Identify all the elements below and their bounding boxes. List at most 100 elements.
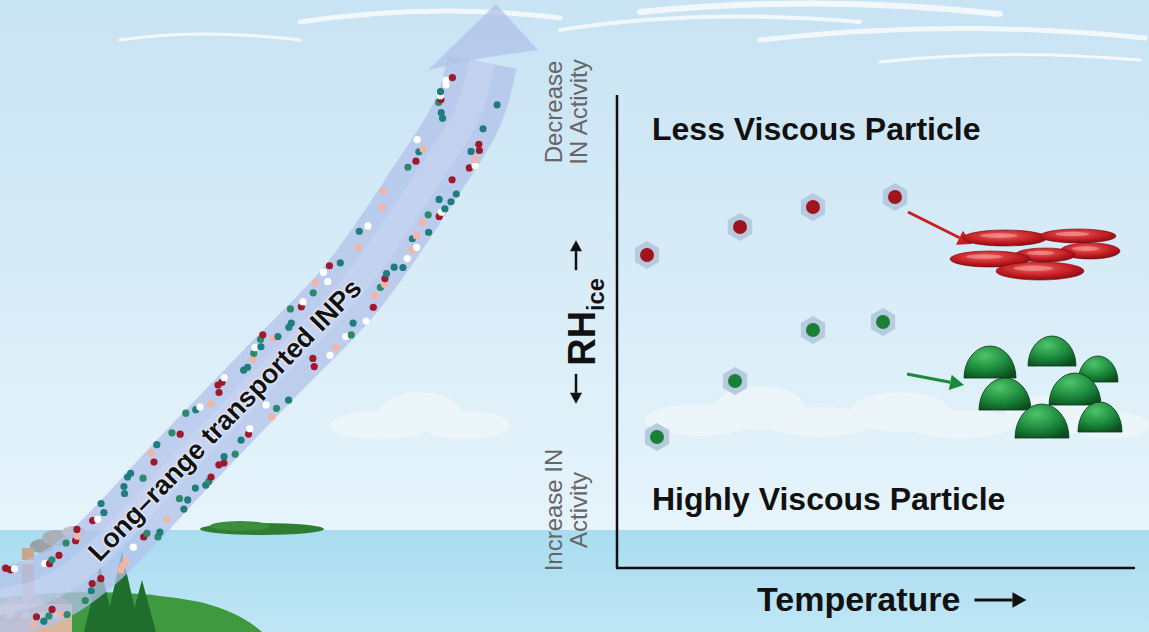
island — [210, 521, 270, 531]
inp-particle — [309, 355, 316, 362]
inp-particle — [148, 450, 155, 457]
inp-particle — [168, 429, 175, 436]
inp-particle — [220, 453, 227, 460]
inp-particle — [221, 374, 228, 381]
cloud — [420, 411, 510, 439]
cloud — [905, 410, 1015, 438]
inp-particle — [11, 565, 18, 572]
inp-particle — [127, 470, 134, 477]
inp-particle — [163, 515, 170, 522]
wispy-cloud — [560, 17, 860, 30]
inp-particle — [371, 292, 378, 299]
inp-particle — [180, 505, 187, 512]
inp-particle — [356, 228, 363, 235]
data-point-core — [733, 220, 747, 234]
inp-particle — [472, 162, 479, 169]
data-point-core — [728, 374, 742, 388]
inp-particle — [332, 344, 339, 351]
data-point — [871, 308, 895, 336]
inp-particle — [404, 255, 411, 262]
inp-particle — [143, 530, 150, 537]
flat-particle-highlight — [1027, 251, 1054, 255]
inp-particle — [337, 259, 344, 266]
dome-particle — [979, 378, 1031, 410]
flat-particle-highlight — [966, 254, 1002, 259]
dome-particle — [1028, 336, 1076, 366]
plot-axis — [616, 95, 619, 568]
inp-particle — [467, 148, 474, 155]
inp-particle — [273, 405, 280, 412]
inp-particle — [192, 484, 199, 491]
inp-particle — [74, 533, 81, 540]
flat-particle — [963, 230, 1047, 246]
inp-particle — [238, 437, 245, 444]
inp-particle — [215, 389, 222, 396]
inp-particle — [413, 232, 420, 239]
inp-particle — [121, 490, 128, 497]
inp-particle — [88, 587, 95, 594]
data-point — [883, 183, 907, 211]
inp-particle — [48, 606, 55, 613]
data-point-hexagon — [728, 213, 752, 241]
axis-note: Increase IN Activity — [541, 447, 591, 573]
inp-particle — [57, 611, 64, 618]
inp-particle — [310, 289, 317, 296]
inp-particle — [259, 331, 266, 338]
inp-particle — [476, 147, 483, 154]
data-point — [635, 241, 659, 269]
data-point — [801, 193, 825, 221]
inp-particle — [207, 400, 214, 407]
inp-particle — [320, 269, 327, 276]
inp-particle — [63, 611, 70, 618]
axis-title: RHice — [563, 278, 608, 366]
axis-note: Decrease IN Activity — [541, 49, 591, 175]
inp-particle — [380, 188, 387, 195]
inp-particle — [232, 451, 239, 458]
inp-particle — [257, 343, 264, 350]
data-point — [801, 316, 825, 344]
inp-particle — [48, 556, 55, 563]
wispy-cloud — [300, 11, 560, 22]
inp-particle — [263, 401, 270, 408]
inp-particle — [55, 552, 62, 559]
inp-particle — [419, 145, 426, 152]
axis-arrow — [575, 374, 578, 393]
inp-particle — [438, 109, 445, 116]
inp-particle — [100, 509, 107, 516]
data-point-core — [888, 190, 902, 204]
inp-particle — [414, 136, 421, 143]
flat-particle-highlight — [1014, 266, 1054, 271]
transport-band — [0, 62, 482, 606]
inp-particle — [285, 397, 292, 404]
dome-particle — [1049, 373, 1101, 405]
inp-particle — [475, 141, 482, 148]
inp-particle — [494, 101, 501, 108]
pointer-arrow — [908, 212, 959, 238]
data-point-hexagon — [723, 367, 747, 395]
region-label: Less Viscous Particle — [652, 113, 980, 147]
inp-particle — [130, 544, 137, 551]
data-point-hexagon — [871, 308, 895, 336]
data-point-hexagon — [801, 193, 825, 221]
flat-particle-highlight — [1072, 246, 1099, 251]
flat-particle — [996, 262, 1084, 280]
inp-particle — [220, 460, 227, 467]
inp-particle — [177, 431, 184, 438]
inp-particle — [364, 222, 371, 229]
inp-particle — [97, 575, 104, 582]
inp-particle — [447, 198, 454, 205]
inp-particle — [326, 352, 333, 359]
text-part: ice — [583, 278, 609, 311]
inp-particle — [122, 557, 129, 564]
flat-particle-highlight — [1055, 232, 1089, 236]
inp-particle — [436, 196, 443, 203]
data-point-hexagon — [635, 241, 659, 269]
inp-particle — [89, 580, 96, 587]
particle-shape — [907, 212, 1122, 438]
dome-particle — [1015, 404, 1069, 438]
data-point-core — [650, 430, 664, 444]
text-part: RH — [561, 311, 603, 366]
inp-particle — [370, 304, 377, 311]
